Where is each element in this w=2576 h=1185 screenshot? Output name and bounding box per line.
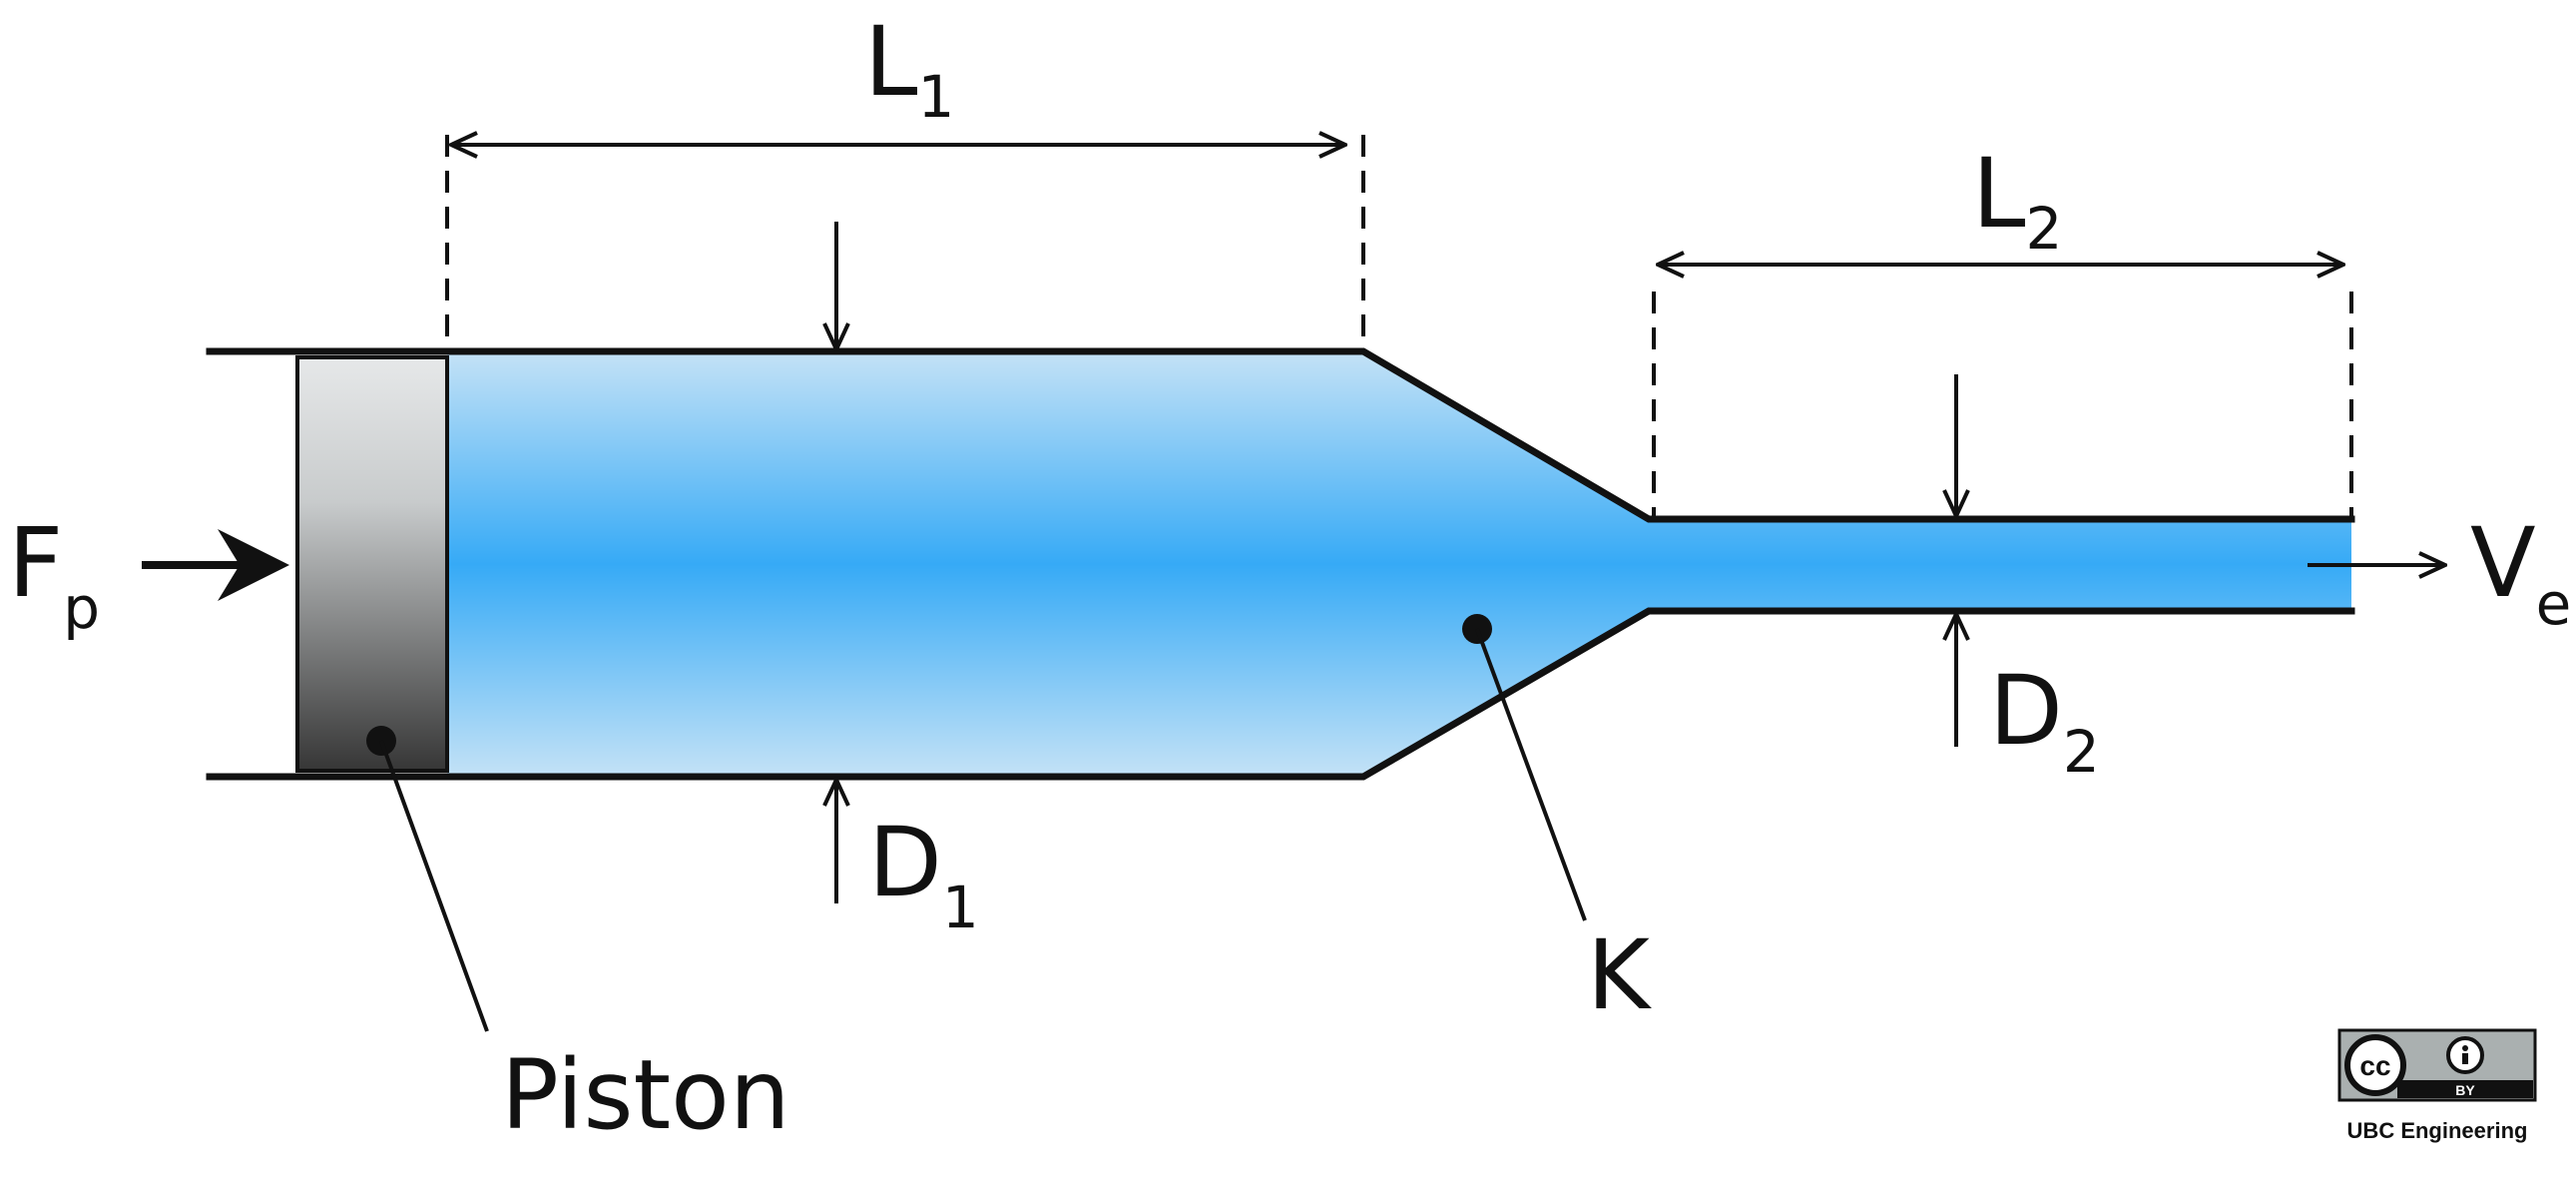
d2-label: D2 — [1989, 655, 2100, 786]
fluid-region — [447, 354, 2351, 775]
k-leader-line — [1475, 628, 1587, 921]
piston-block — [295, 355, 449, 773]
cc-badge-strip — [2397, 1080, 2533, 1098]
l1-label: L1 — [864, 6, 954, 131]
pipe-upper-wall — [206, 347, 2355, 523]
attribution-text: UBC Engineering — [2347, 1118, 2528, 1143]
force-arrow-head — [218, 529, 289, 601]
l1-dimension — [445, 135, 1365, 351]
d1-label: D1 — [868, 807, 979, 941]
cc-icon-text: cc — [2359, 1050, 2390, 1081]
by-text: BY — [2455, 1082, 2475, 1098]
pipe-walls — [206, 347, 2355, 781]
cc-by-license-badge: cc BY UBC Engineering — [2337, 1028, 2537, 1143]
cc-icon — [2344, 1034, 2406, 1096]
piston-leader-line — [379, 740, 489, 1032]
l2-dimension — [1652, 265, 2353, 519]
k-label: K — [1587, 919, 1652, 1031]
pipe-lower-wall — [206, 607, 2355, 781]
l2-label: L2 — [1972, 138, 2062, 263]
piston-label: Piston — [501, 1039, 790, 1151]
attribution-icon-head — [2462, 1045, 2468, 1051]
attribution-icon-body — [2462, 1053, 2468, 1064]
force-label: Fp — [8, 507, 100, 642]
velocity-label: Ve — [2470, 507, 2571, 638]
